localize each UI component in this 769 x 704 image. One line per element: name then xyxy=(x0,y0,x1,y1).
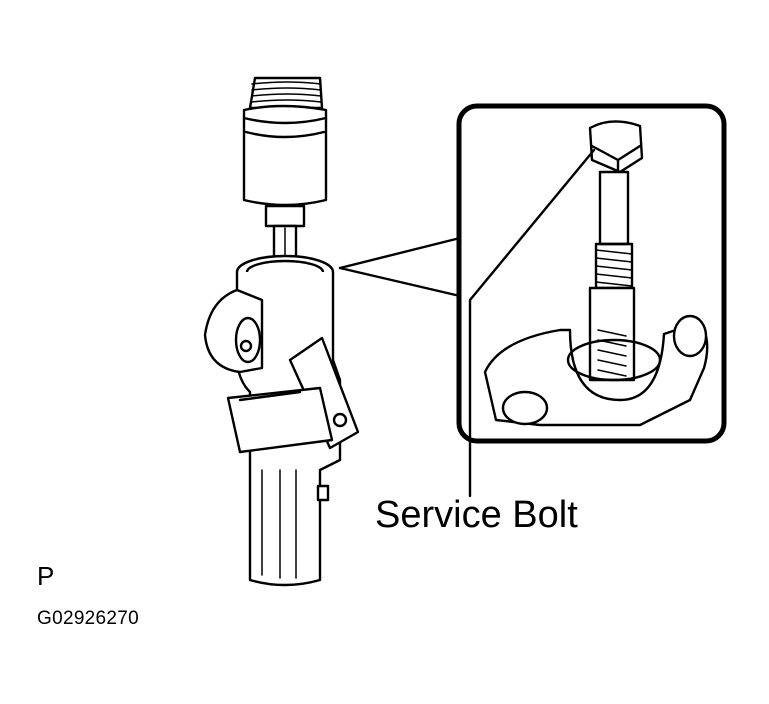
main-view-illustration xyxy=(203,76,360,587)
view-marker-label: P xyxy=(37,561,55,591)
label-leader xyxy=(468,148,596,498)
callout-leader xyxy=(338,236,462,298)
detail-view-box xyxy=(456,103,727,444)
figure-code-label: G02926270 xyxy=(37,608,140,629)
service-bolt-label: Service Bolt xyxy=(375,494,578,536)
